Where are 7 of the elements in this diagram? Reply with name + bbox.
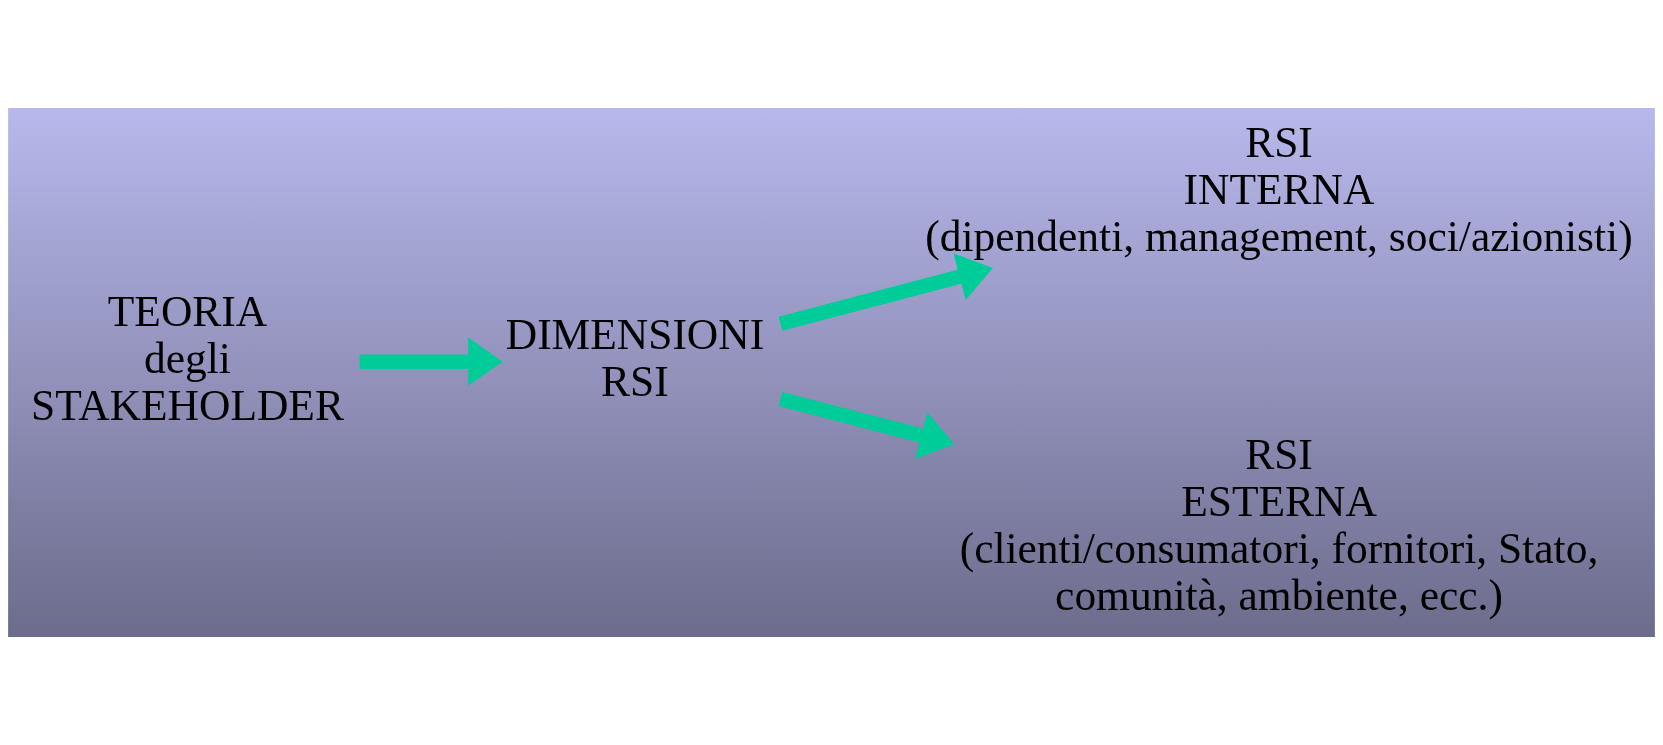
arrow xyxy=(778,253,993,331)
arrow xyxy=(359,337,503,386)
node-text: RSI ESTERNA (clienti/consumatori, fornitori, Stato, comunità, ambiente, ecc.) xyxy=(959,429,1599,620)
arrow xyxy=(778,392,955,459)
node-text: TEORIA degli STAKEHOLDER xyxy=(31,286,344,429)
node-text: RSI INTERNA (dipendenti, management, soci/azionisti) xyxy=(925,118,1633,261)
node-text: DIMENSIONI RSI xyxy=(505,310,765,406)
